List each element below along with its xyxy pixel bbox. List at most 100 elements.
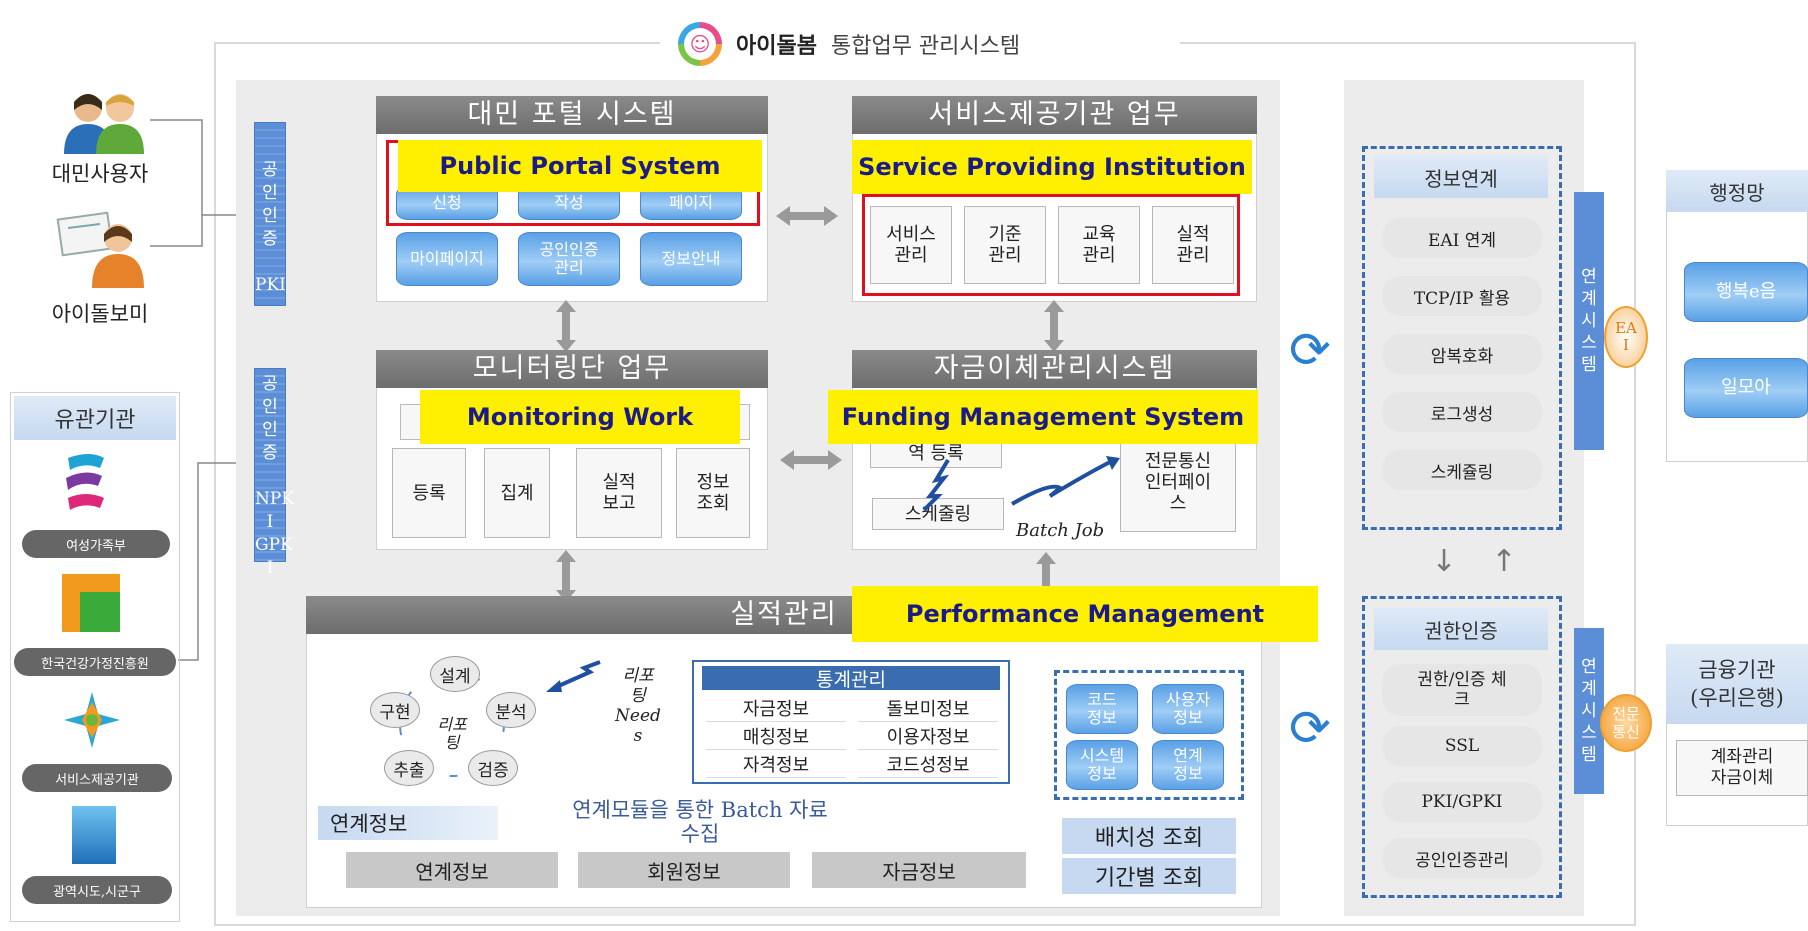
auth-bar-pki: 공인 인증 PKI (254, 122, 286, 306)
link-item-member: 회원정보 (578, 852, 790, 888)
auth-cert-manage: 공인인증관리 (1382, 838, 1542, 878)
batch-note: 연계모듈을 통한 Batch 자료 수집 (572, 798, 828, 846)
link-item-link: 연계정보 (346, 852, 558, 888)
auth-panel (1362, 596, 1562, 898)
db-group (1054, 670, 1244, 800)
arrow-monitor-funding (780, 450, 842, 470)
portal-overlay-label: Public Portal System (398, 140, 762, 192)
auth-panel-header: 권한인증 (1374, 608, 1548, 650)
db-user: 사용자 정보 (1152, 684, 1224, 734)
period-query: 기간별 조회 (1062, 858, 1236, 894)
db-system: 시스템 정보 (1066, 740, 1138, 790)
link-info-header: 연계정보 (318, 806, 498, 840)
arrow-monitor-perf (556, 550, 576, 602)
admin-net-header: 행정망 (1666, 170, 1808, 212)
related-orgs-panel (10, 392, 180, 922)
funding-lightning-icons (922, 456, 1120, 512)
title-brand: 아이돌봄 (736, 34, 817, 59)
db-code: 코드 정보 (1066, 684, 1138, 734)
cycle-verify: 검증 (468, 750, 518, 786)
stats-cell: 돌보미정보 (858, 694, 998, 722)
cycle-analyze: 분석 (486, 692, 536, 728)
portal-cyl-info: 정보안내 (640, 232, 742, 286)
bank-header: 금융기관 (우리은행) (1666, 644, 1808, 724)
title-text: 통합업무 관리시스템 (830, 34, 1021, 59)
eai-badge: EA I (1604, 306, 1648, 368)
db-link: 연계 정보 (1152, 740, 1224, 790)
up-down-arrows: ↓↑ (1431, 544, 1517, 579)
admin-net-happy: 행복e음 (1684, 262, 1808, 322)
auth-pki: PKI/GPKI (1382, 782, 1542, 822)
monitoring-box-aggregate: 집계 (484, 448, 550, 538)
monitoring-overlay-label: Monitoring Work (420, 390, 740, 444)
org-kihf: 한국건강가정진흥원 (14, 648, 176, 676)
stats-cell: 자금정보 (706, 694, 846, 722)
carer-icon (56, 208, 151, 288)
service-box-criteria: 기준 관리 (964, 206, 1046, 284)
cycle-implement: 구현 (370, 692, 420, 728)
link-item-fund: 자금정보 (812, 852, 1026, 888)
public-user-label: 대민사용자 (51, 162, 149, 186)
link-system-bar-top: 연 계 시 스 템 (1574, 192, 1604, 450)
auth-check: 권한/인증 체 크 (1382, 664, 1542, 716)
auth-bar-npki: 공인 인증 NPK I GPK I (254, 368, 294, 578)
carer-label: 아이돌보미 (51, 302, 149, 326)
sync-icon: ⟳ (1289, 321, 1331, 379)
org-provider: 서비스제공기관 (22, 764, 172, 792)
portal-cyl-mypage: 마이페이지 (396, 232, 498, 286)
stats-cell: 자격정보 (706, 750, 846, 778)
monitoring-box-report: 실적 보고 (576, 448, 662, 538)
stats-cell: 매칭정보 (706, 722, 846, 750)
related-orgs-header: 유관기관 (14, 396, 176, 440)
arrow-portal-service (776, 206, 838, 226)
link-system-bar-bottom: 연 계 시 스 템 (1574, 628, 1604, 794)
kihf-logo-icon (62, 574, 120, 632)
comm-badge: 전문 통신 (1600, 694, 1652, 752)
auth-ssl: SSL (1382, 726, 1542, 766)
info-link-schedule: 스케쥴링 (1382, 450, 1542, 490)
service-overlay-label: Service Providing Institution (852, 140, 1252, 194)
system-title: ☺ 아이돌봄 통합업무 관리시스템 (660, 22, 1180, 66)
funding-overlay-label: Funding Management System (828, 390, 1258, 444)
info-link-eai: EAI 연계 (1382, 218, 1542, 258)
arrow-portal-monitor (556, 300, 576, 352)
monitoring-header: 모니터링단 업무 (376, 350, 768, 388)
portal-cyl-cert: 공인인증 관리 (518, 232, 620, 286)
info-link-panel (1362, 146, 1562, 530)
needs-arrow-icon (546, 660, 601, 692)
funding-header: 자금이체관리시스템 (852, 350, 1257, 388)
mogef-logo-icon (60, 450, 110, 512)
org-local-gov: 광역시도,시군구 (22, 876, 172, 904)
cycle-center: 리포 팅 (437, 715, 467, 752)
stats-cell: 이용자정보 (858, 722, 998, 750)
service-highlight (862, 194, 1240, 296)
building-icon (72, 806, 116, 864)
funding-interface: 전문통신 인터페이 스 (1120, 432, 1236, 532)
needs-label: 리포 팅 Need s (615, 666, 661, 746)
cycle-design: 설계 (430, 656, 480, 692)
provider-logo-icon (62, 690, 122, 750)
service-header: 서비스제공기관 업무 (852, 96, 1257, 134)
arrow-funding-perf (1036, 552, 1056, 598)
info-link-crypto: 암복호화 (1382, 334, 1542, 374)
portal-header: 대민 포털 시스템 (376, 96, 768, 134)
arrow-service-funding (1044, 300, 1064, 352)
bank-item: 계좌관리 자금이체 (1676, 740, 1808, 796)
batch-query: 배치성 조회 (1062, 818, 1236, 854)
monitoring-box-query: 정보 조회 (676, 448, 750, 538)
service-box-perf: 실적 관리 (1152, 206, 1234, 284)
admin-net-ilmoa: 일모아 (1684, 358, 1808, 418)
user-group-icon (58, 88, 148, 154)
info-link-log: 로그생성 (1382, 392, 1542, 432)
sync-icon: ⟳ (1289, 699, 1331, 757)
service-box-edu: 교육 관리 (1058, 206, 1140, 284)
stats-cell: 코드성정보 (858, 750, 998, 778)
monitoring-box-register: 등록 (392, 448, 466, 538)
stats-header: 통계관리 (702, 666, 1000, 691)
smiley-logo-icon: ☺ (678, 22, 722, 66)
org-mogef: 여성가족부 (22, 530, 170, 558)
service-box-manage: 서비스 관리 (870, 206, 952, 284)
funding-batch-label: Batch Job (1016, 520, 1105, 541)
cycle-extract: 추출 (384, 750, 434, 786)
info-link-header: 정보연계 (1374, 156, 1548, 198)
